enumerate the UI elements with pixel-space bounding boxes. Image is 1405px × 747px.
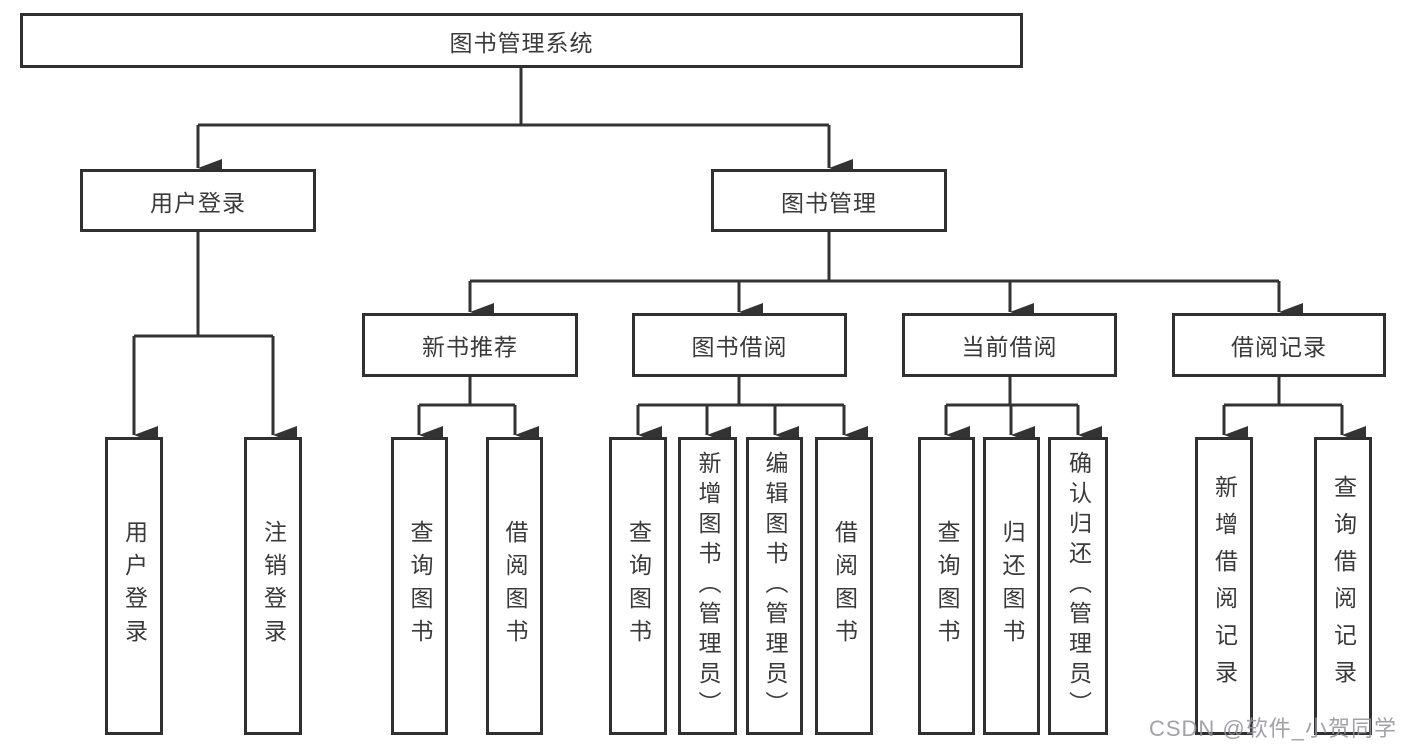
node-user-login-branch-label: 用户登录 [150,189,246,216]
csdn-watermark: CSDN @软件_小贺同学 [1148,716,1397,741]
leaf-borrow-books-recommend-label: 借阅图书 [502,520,528,652]
leaf-confirm-return-admin-label: 确认归还（管理员） [1065,451,1092,721]
leaf-query-books-current: 查询图书 [918,437,975,735]
leaf-add-book-admin-label: 新增图书（管理员） [695,451,721,721]
leaf-query-books-borrow-label: 查询图书 [625,520,652,652]
node-borrow-records: 借阅记录 [1172,313,1386,377]
node-new-book-recommend: 新书推荐 [362,313,578,377]
leaf-logout: 注销登录 [244,437,302,735]
leaf-return-books: 归还图书 [983,437,1040,735]
leaf-query-books-recommend-label: 查询图书 [407,520,433,652]
leaf-add-borrow-record: 新增借阅记录 [1195,437,1253,735]
leaf-borrow-books-recommend: 借阅图书 [486,437,543,735]
node-root: 图书管理系统 [20,13,1023,68]
node-new-book-recommend-label: 新书推荐 [422,334,518,360]
leaf-user-login: 用户登录 [105,437,163,735]
node-book-borrow: 图书借阅 [632,313,847,377]
node-user-login-branch: 用户登录 [80,169,316,232]
node-book-borrow-label: 图书借阅 [691,334,788,360]
leaf-borrow-books-label: 借阅图书 [831,520,858,652]
node-book-management-label: 图书管理 [781,189,877,216]
leaf-add-book-admin: 新增图书（管理员） [678,437,737,735]
node-borrow-records-label: 借阅记录 [1231,334,1327,360]
leaf-borrow-books: 借阅图书 [815,437,873,735]
leaf-query-books-recommend: 查询图书 [391,437,448,735]
node-root-label: 图书管理系统 [449,29,594,56]
leaf-query-books-current-label: 查询图书 [934,520,960,652]
leaf-query-borrow-record-label: 查询借阅记录 [1330,475,1357,697]
node-current-borrow-label: 当前借阅 [961,334,1058,360]
leaf-query-borrow-record: 查询借阅记录 [1314,437,1372,735]
node-book-management: 图书管理 [711,169,947,232]
leaf-edit-book-admin-label: 编辑图书（管理员） [762,451,788,721]
leaf-edit-book-admin: 编辑图书（管理员） [746,437,803,735]
node-current-borrow: 当前借阅 [902,313,1117,377]
leaf-add-borrow-record-label: 新增借阅记录 [1211,475,1238,697]
leaf-query-books-borrow: 查询图书 [609,437,667,735]
leaf-logout-label: 注销登录 [260,520,287,652]
leaf-confirm-return-admin: 确认归还（管理员） [1048,437,1108,735]
leaf-return-books-label: 归还图书 [999,520,1025,652]
leaf-user-login-label: 用户登录 [121,520,148,652]
